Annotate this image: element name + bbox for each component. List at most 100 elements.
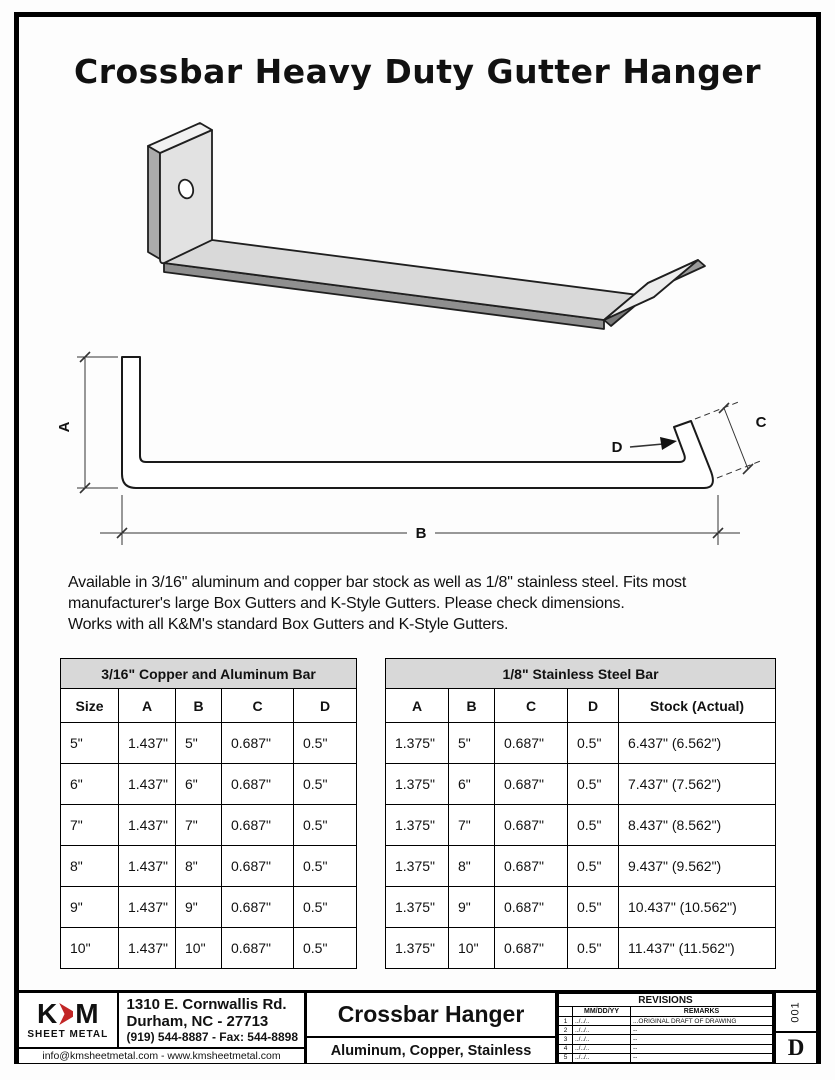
drawing-subtitle: Aluminum, Copper, Stainless [330, 1042, 532, 1059]
column-header: REMARKS [630, 1006, 773, 1017]
table-cell: ../../.. [572, 1025, 631, 1036]
table-cell: 0.687" [494, 804, 568, 846]
table-row: 3../../..-- [558, 1034, 773, 1045]
table-cell: 5 [558, 1052, 573, 1064]
table-cell: ../../.. [572, 1034, 631, 1045]
table-title-row: 3/16" Copper and Aluminum Bar [59, 658, 358, 689]
hanger-profile-outline [121, 356, 714, 489]
table-body: 5"1.437"5"0.687"0.5"6"1.437"6"0.687"0.5"… [60, 722, 358, 969]
product-description: Available in 3/16" aluminum and copper b… [68, 572, 798, 635]
table-cell: 7.437" (7.562") [617, 763, 777, 805]
email-web-line: info@kmsheetmetal.com - www.kmsheetmetal… [19, 1047, 304, 1063]
company-section: K M SHEET METAL 1310 E. Cornwallis Rd. D… [19, 993, 307, 1063]
table-title-row: 1/8" Stainless Steel Bar [384, 658, 777, 689]
column-header: D [292, 688, 358, 723]
table-cell: 7" [175, 804, 222, 846]
description-line: Works with all K&M's standard Box Gutter… [68, 616, 509, 633]
table-cell: -- [630, 1043, 773, 1054]
isometric-hanger-drawing [147, 122, 706, 330]
table-row: 5"1.437"5"0.687"0.5" [60, 722, 358, 764]
table-cell: 0.687" [221, 722, 294, 764]
table-cell: 10.437" (10.562") [617, 886, 777, 928]
table-cell: 1.437" [118, 763, 176, 805]
table-cell: 0.5" [567, 845, 619, 887]
table-cell: 1.437" [118, 804, 176, 846]
table-cell: 6" [175, 763, 222, 805]
table-cell: 1.437" [118, 886, 176, 928]
table-cell: 10" [60, 927, 119, 969]
table-cell: 9.437" (9.562") [617, 845, 777, 887]
table-title: 1/8" Stainless Steel Bar [384, 658, 777, 689]
table-row: 1.375"9"0.687"0.5"10.437" (10.562") [385, 886, 777, 928]
table-row: 1.375"7"0.687"0.5"8.437" (8.562") [385, 804, 777, 846]
table-cell: 0.5" [292, 763, 358, 805]
address-line-2: Durham, NC - 27713 [126, 1013, 269, 1030]
table-cell: 0.687" [494, 927, 568, 969]
table-cell: 8" [448, 845, 495, 887]
plate-side-edge [147, 145, 161, 260]
table-row: 10"1.437"10"0.687"0.5" [60, 927, 358, 969]
table-cell: 1.437" [118, 927, 176, 969]
table-cell: 1.375" [385, 763, 449, 805]
table-cell: 4 [558, 1043, 573, 1054]
table-cell: 1.375" [385, 845, 449, 887]
dimension-lines [77, 351, 764, 545]
table-cell: 3 [558, 1034, 573, 1045]
table-cell: 0.5" [567, 722, 619, 764]
table-cell: 6" [448, 763, 495, 805]
table-cell: 1.437" [118, 845, 176, 887]
table-cell: 0.5" [292, 804, 358, 846]
table-cell: 8" [60, 845, 119, 887]
sheet-number: 001 [789, 1001, 802, 1023]
column-header: C [494, 688, 568, 723]
logo-letter-k: K [36, 998, 58, 1029]
table-row: 4../../..-- [558, 1043, 773, 1054]
table-cell: 0.5" [292, 722, 358, 764]
table-row: 9"1.437"9"0.687"0.5" [60, 886, 358, 928]
column-header: B [175, 688, 222, 723]
table-cell: ../../.. [572, 1052, 631, 1064]
table-cell: 0.687" [494, 886, 568, 928]
column-header [558, 1006, 573, 1017]
table-cell: 1.375" [385, 927, 449, 969]
table-cell: 8.437" (8.562") [617, 804, 777, 846]
table-row: 2../../..-- [558, 1025, 773, 1036]
table-cell: 0.5" [567, 927, 619, 969]
table-title: 3/16" Copper and Aluminum Bar [59, 658, 358, 689]
column-header: MM/DD/YY [572, 1006, 631, 1017]
km-logo-mark-icon [59, 1003, 74, 1025]
dim-label-a: A [56, 421, 73, 432]
table-row: 1.375"8"0.687"0.5"9.437" (9.562") [385, 845, 777, 887]
table-cell: 0.687" [221, 845, 294, 887]
company-address: 1310 E. Cornwallis Rd. Durham, NC - 2771… [119, 993, 304, 1047]
table-cell: 0.687" [221, 927, 294, 969]
table-row: 5../../..-- [558, 1052, 773, 1064]
table-cell: 11.437" (11.562") [617, 927, 777, 969]
column-header: D [567, 688, 619, 723]
table-cell: ...ORIGINAL DRAFT OF DRAWING [630, 1015, 773, 1027]
page-title: Crossbar Heavy Duty Gutter Hanger [74, 52, 761, 91]
column-header: B [448, 688, 495, 723]
table-cell: 1 [558, 1015, 573, 1027]
revisions-title-row: REVISIONS [558, 993, 773, 1007]
logo-letter-m: M [75, 998, 99, 1029]
address-line-1: 1310 E. Cornwallis Rd. [126, 996, 287, 1013]
sheet-number-cell: 001 [776, 993, 816, 1033]
table-cell: 9" [60, 886, 119, 928]
phone-fax: (919) 544-8887 - Fax: 544-8898 [126, 1030, 298, 1044]
table-cell: 0.5" [567, 886, 619, 928]
logo-subtitle: SHEET METAL [27, 1029, 109, 1040]
column-header: Stock (Actual) [617, 688, 777, 723]
column-header: A [385, 688, 449, 723]
drawing-title-section: Crossbar Hanger Aluminum, Copper, Stainl… [307, 993, 558, 1063]
table-cell: 10" [448, 927, 495, 969]
table-cell: -- [630, 1025, 773, 1036]
title-block: K M SHEET METAL 1310 E. Cornwallis Rd. D… [19, 990, 816, 1064]
table-cell: ../../.. [572, 1015, 631, 1027]
table-cell: 6" [60, 763, 119, 805]
